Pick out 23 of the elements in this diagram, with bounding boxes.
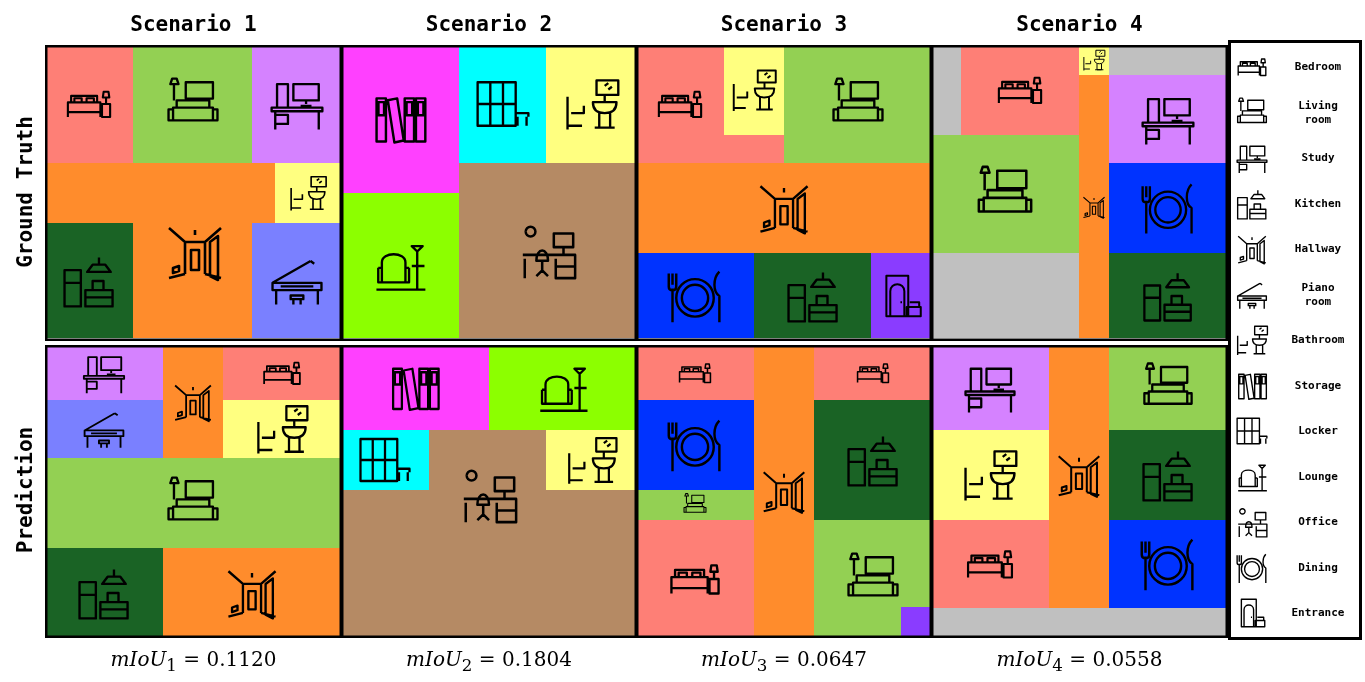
metric-label: mIoU$_{3}$ = 0.0647 (700, 647, 868, 675)
column-heading: Scenario 2 (424, 12, 554, 36)
metric-label: mIoU$_{4}$ = 0.0558 (995, 647, 1164, 675)
row-heading: Ground Truth (13, 115, 37, 270)
legend-label: Bathroom (1291, 333, 1345, 347)
legend-label: Study (1301, 151, 1335, 165)
column-heading: Scenario 1 (129, 12, 258, 36)
column-heading: Scenario 3 (719, 12, 849, 36)
legend-label: Entrance (1291, 606, 1345, 620)
legend-label: Living room (1297, 98, 1339, 127)
legend-label: Locker (1298, 424, 1338, 438)
column-heading: Scenario 4 (1015, 12, 1144, 36)
legend-label: Kitchen (1294, 196, 1342, 211)
legend-label: Hallway (1294, 242, 1342, 256)
legend-label: Storage (1294, 378, 1342, 393)
row-heading: Prediction (13, 425, 37, 556)
legend-label: Office (1298, 515, 1338, 529)
legend-label: Lounge (1298, 469, 1338, 484)
legend-label: Dining (1298, 560, 1338, 575)
metric-label: mIoU$_{2}$ = 0.1804 (405, 647, 573, 675)
legend-label: Bedroom (1294, 60, 1342, 74)
metric-label: mIoU$_{1}$ = 0.1120 (109, 647, 278, 675)
legend-label: Piano room (1300, 280, 1336, 309)
